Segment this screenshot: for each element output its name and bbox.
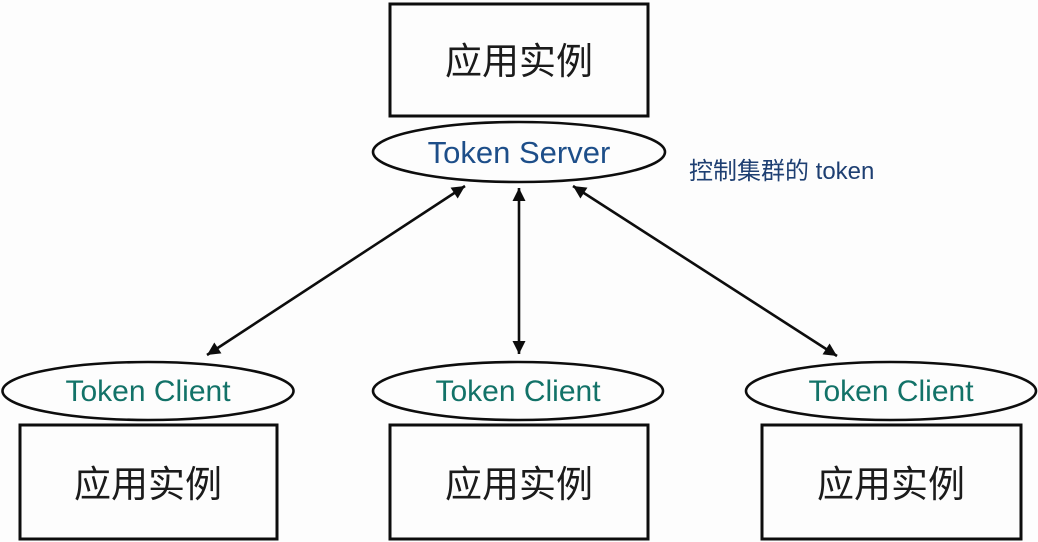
token-client-label-middle: Token Client [435, 375, 601, 408]
edge-group [206, 184, 838, 358]
node-token-client-middle: Token Client 应用实例 [371, 360, 665, 541]
token-client-ellipse-left [1, 360, 295, 422]
app-instance-box-top [388, 2, 650, 118]
app-instance-box-right [760, 423, 1023, 541]
app-instance-label-middle: 应用实例 [445, 464, 593, 505]
app-instance-label-top: 应用实例 [445, 41, 593, 82]
annotation-text: 控制集群的 token [689, 158, 874, 185]
token-server-ellipse [371, 120, 667, 184]
arrow-server-to-client-left [206, 184, 466, 357]
token-client-label-left: Token Client [65, 375, 231, 408]
app-instance-box-middle [388, 423, 650, 541]
arrow-server-to-client-right [572, 184, 838, 358]
app-instance-box-left [18, 423, 279, 541]
node-token-client-left: Token Client 应用实例 [1, 360, 295, 541]
token-server-label: Token Server [428, 135, 611, 170]
app-instance-label-right: 应用实例 [817, 464, 965, 505]
node-app-instance-top: 应用实例 [388, 2, 650, 118]
node-token-server: Token Server [371, 120, 667, 184]
node-token-client-right: Token Client 应用实例 [744, 360, 1038, 541]
token-client-ellipse-middle [371, 360, 665, 422]
token-client-label-right: Token Client [808, 375, 974, 408]
token-client-ellipse-right [744, 360, 1038, 422]
app-instance-label-left: 应用实例 [74, 464, 222, 505]
